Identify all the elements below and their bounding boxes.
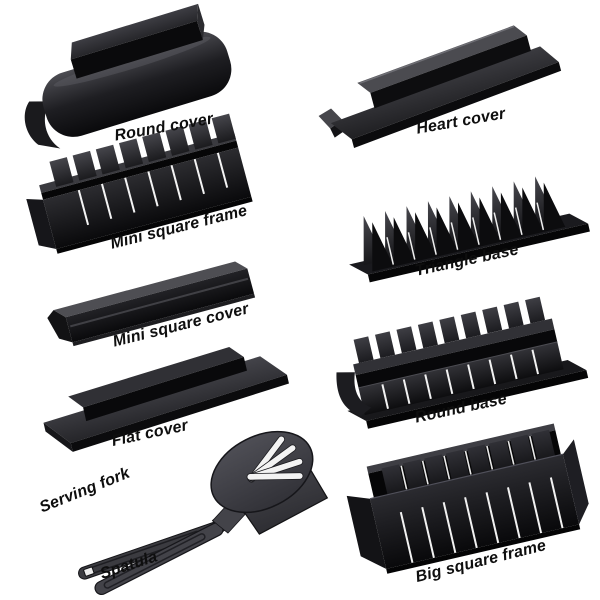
big-square-frame-photo (336, 420, 590, 592)
round-cover-photo (8, 0, 258, 150)
utensils-photo (42, 426, 329, 596)
triangle-base-photo (326, 136, 590, 288)
heart-cover-photo (306, 0, 568, 150)
mini-square-cover-photo (28, 252, 278, 347)
serving-fork-photo (94, 430, 314, 596)
flat-cover-photo (26, 338, 292, 452)
round-base-photo (326, 280, 589, 435)
mini-square-frame-photo (18, 113, 273, 260)
